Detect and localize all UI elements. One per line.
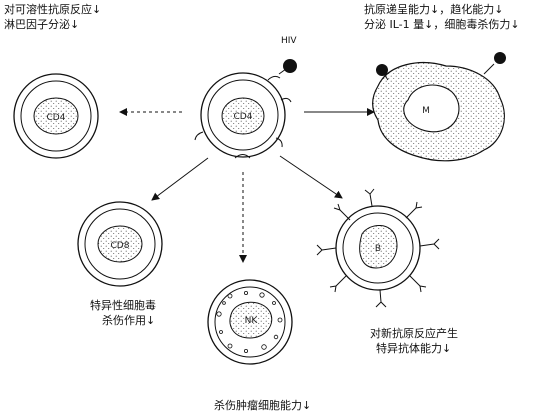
nk-label: NK [245,316,259,326]
cd4-left-cell: CD4 [13,73,99,159]
hiv-particle-right-icon [494,52,506,64]
arrow-to-b-cell [279,155,343,199]
cd8-cell: CD8 [77,201,163,287]
nk-cell: NK [207,279,293,365]
nk-effect-text: 杀伤肿瘤细胞能力↓ [214,398,311,413]
cd8-effect-line-1: 特异性细胞毒 [90,299,156,312]
cd4-left-label: CD4 [47,113,66,123]
cd8-effect-text: 特异性细胞毒 杀伤作用↓ [90,298,156,328]
cd4-center-cell: CD4 [194,59,297,159]
b-cell-effect-line-2: 特异抗体能力↓ [376,342,452,355]
arrow-to-cd8 [151,157,209,201]
cd4-effect-text: 对可溶性抗原反应↓ 淋巴因子分泌↓ [4,2,101,32]
macrophage-effect-line-2: 分泌 IL-1 量↓，细胞毒杀伤力↓ [364,18,520,31]
cd4-center-label: CD4 [234,112,253,122]
hiv-label: HIV [281,36,297,46]
macrophage-effect-text: 抗原递呈能力↓，趋化能力↓ 分泌 IL-1 量↓，细胞毒杀伤力↓ [364,2,520,32]
b-cell-effect-text: 对新抗原反应产生 特异抗体能力↓ [370,326,458,356]
antibody-icons [316,188,440,308]
cd8-effect-line-2: 杀伤作用↓ [102,314,156,327]
cd4-effect-line-1: 对可溶性抗原反应↓ [4,3,102,16]
cd8-label: CD8 [111,241,130,251]
arrows [119,108,375,263]
nk-effect-line-1: 杀伤肿瘤细胞能力↓ [214,399,312,412]
macrophage-cell: M [372,52,506,162]
hiv-virion-icon [283,59,297,73]
macrophage-effect-line-1: 抗原递呈能力↓，趋化能力↓ [364,3,504,16]
b-cell-label: B [375,244,381,254]
b-cell: B [316,188,440,308]
nk-granules [216,290,283,353]
b-cell-effect-line-1: 对新抗原反应产生 [370,327,458,340]
macrophage-label: M [422,106,430,116]
hiv-particle-left-icon [376,64,388,76]
cd4-effect-line-2: 淋巴因子分泌↓ [4,18,80,31]
